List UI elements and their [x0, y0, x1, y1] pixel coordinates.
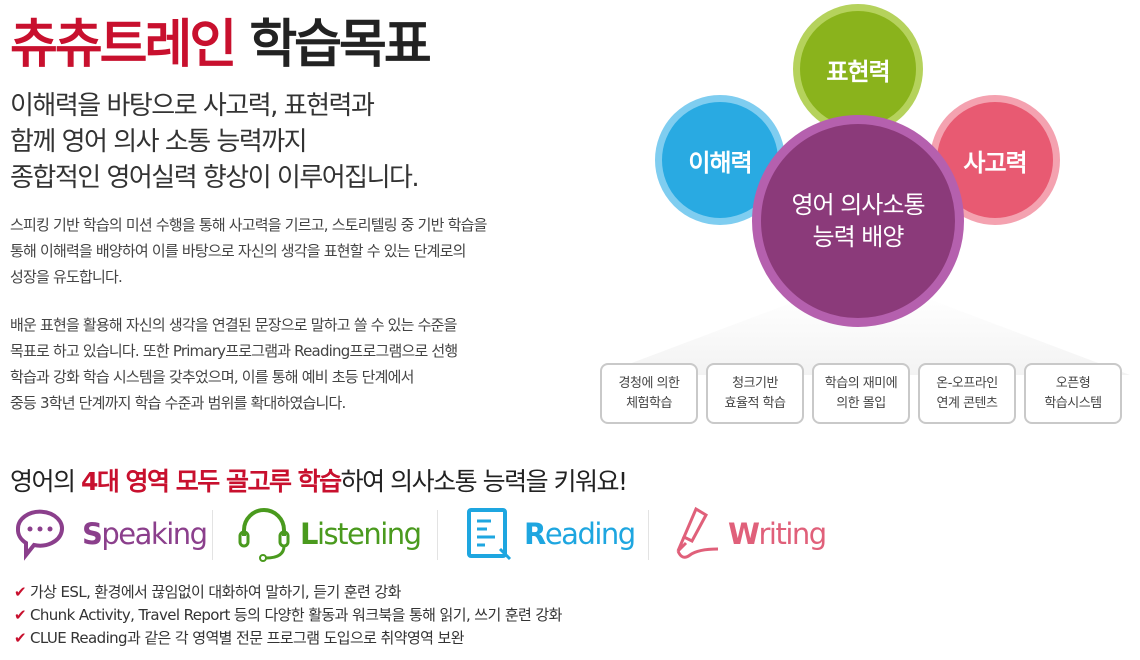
headset-icon	[238, 508, 290, 562]
circle-expression: 표현력	[793, 4, 923, 134]
skill-speaking: Speaking	[12, 505, 208, 563]
list-item: ✔가상 ESL, 환경에서 끊임없이 대화하여 말하기, 듣기 훈련 강화	[14, 583, 401, 601]
pen-icon	[676, 506, 719, 559]
list-item: ✔CLUE Reading과 같은 각 영역별 전문 프로그램 도입으로 취약영…	[14, 629, 465, 647]
divider	[212, 510, 213, 560]
skill-reading: Reading	[466, 505, 636, 563]
page-title: 츄츄트레인 학습목표	[10, 15, 432, 75]
list-item: ✔Chunk Activity, Travel Report 등의 다양한 활동…	[14, 606, 562, 624]
checkmark-icon: ✔	[14, 629, 27, 647]
description-1: 스피킹 기반 학습의 미션 수행을 통해 사고력을 기르고, 스토리텔링 중 기…	[10, 216, 487, 286]
section-heading: 영어의 4대 영역 모두 골고루 학습하여 의사소통 능력을 키워요!	[10, 467, 628, 496]
skill-listening: Listening	[236, 505, 422, 563]
checkmark-icon: ✔	[14, 606, 27, 624]
feature-checklist: ✔가상 ESL, 환경에서 끊임없이 대화하여 말하기, 듣기 훈련 강화 ✔C…	[14, 581, 562, 650]
divider	[437, 510, 438, 560]
checkmark-icon: ✔	[14, 583, 27, 601]
description-2: 배운 표현을 활용해 자신의 생각을 연결된 문장으로 말하고 쓸 수 있는 수…	[10, 316, 458, 412]
skill-writing: Writing	[670, 505, 827, 563]
document-icon	[467, 508, 512, 561]
divider	[648, 510, 649, 560]
speech-bubble-icon	[15, 509, 64, 561]
